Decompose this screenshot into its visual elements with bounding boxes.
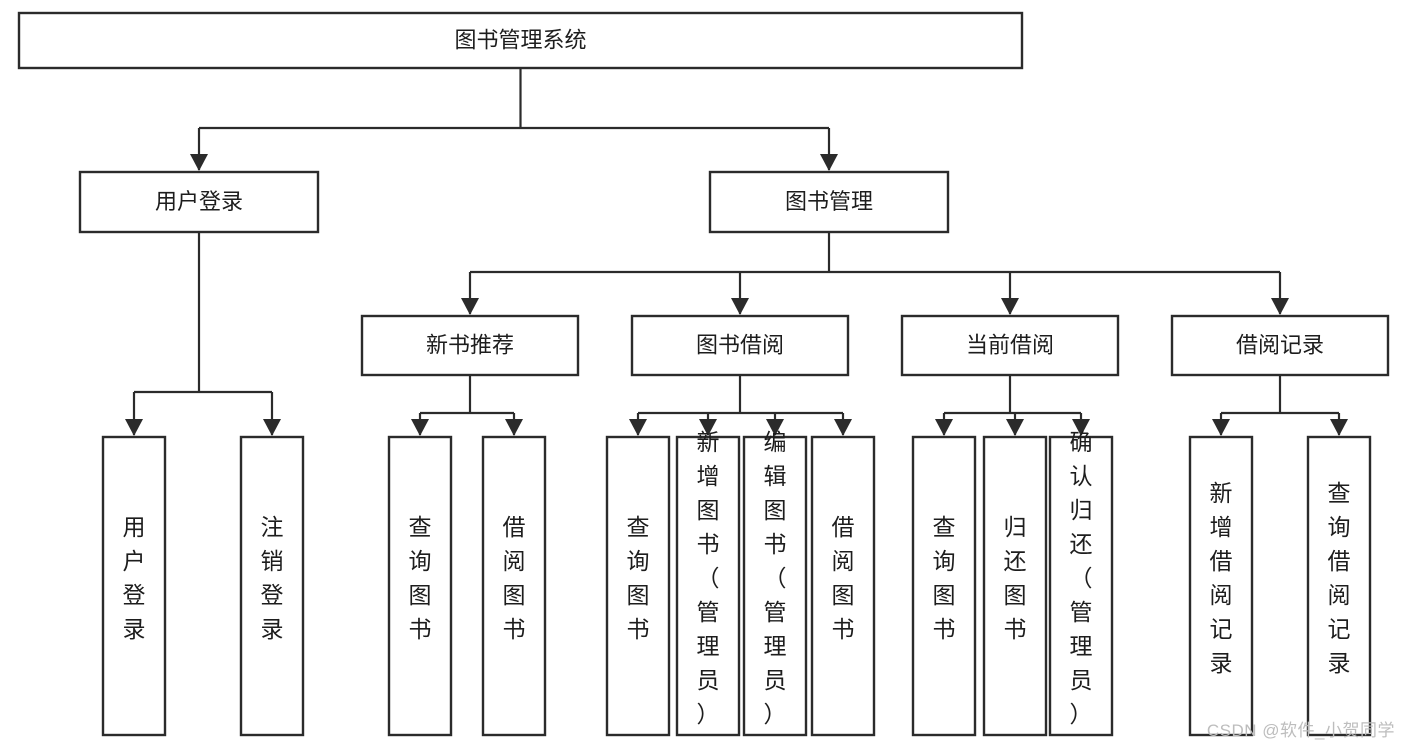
- node-box: [17, 11, 1024, 70]
- node-box: [810, 435, 876, 737]
- arrow-head-icon: [190, 154, 208, 171]
- node-level3-1[interactable]: 图书借阅: [630, 314, 850, 377]
- arrow-head-icon: [1212, 419, 1230, 436]
- node-label: 查询图书: [933, 514, 956, 642]
- arrow-head-icon: [1001, 298, 1019, 315]
- node-box: [630, 314, 850, 377]
- node-box: [1170, 314, 1390, 377]
- node-label: 图书管理系统: [454, 27, 586, 52]
- node-box: [675, 435, 741, 737]
- node-label: 借阅记录: [1236, 332, 1324, 357]
- arrow-head-icon: [505, 419, 523, 436]
- arrow-head-icon: [461, 298, 479, 315]
- node-leaf-7[interactable]: 借阅图书: [810, 435, 876, 737]
- node-label: 确认归还（管理员）: [1070, 429, 1093, 727]
- node-box: [1188, 435, 1254, 737]
- node-box: [708, 170, 950, 234]
- node-leaf-5[interactable]: 新增图书（管理员）: [675, 429, 741, 737]
- node-label: 当前借阅: [966, 332, 1054, 357]
- arrow-head-icon: [263, 419, 281, 436]
- connector-layer: [125, 68, 1348, 436]
- node-label: 图书借阅: [696, 332, 784, 357]
- node-layer: 图书管理系统用户登录图书管理新书推荐图书借阅当前借阅借阅记录用户登录注销登录查询…: [17, 11, 1390, 737]
- node-leaf-11[interactable]: 新增借阅记录: [1188, 435, 1254, 737]
- node-box: [101, 435, 167, 737]
- node-box: [78, 170, 320, 234]
- node-leaf-12[interactable]: 查询借阅记录: [1306, 435, 1372, 737]
- node-level3-3[interactable]: 借阅记录: [1170, 314, 1390, 377]
- arrow-head-icon: [1330, 419, 1348, 436]
- node-label: 新增图书（管理员）: [697, 429, 720, 727]
- node-box: [1306, 435, 1372, 737]
- node-label: 查询借阅记录: [1328, 480, 1351, 676]
- csdn-watermark: CSDN @软件_小贺同学: [1206, 721, 1395, 740]
- arrow-head-icon: [766, 419, 784, 436]
- arrow-head-icon: [731, 298, 749, 315]
- node-box: [387, 435, 453, 737]
- arrow-head-icon: [699, 419, 717, 436]
- node-box: [900, 314, 1120, 377]
- node-leaf-10[interactable]: 确认归还（管理员）: [1048, 429, 1114, 737]
- node-box: [605, 435, 671, 737]
- node-label: 借阅图书: [503, 514, 526, 642]
- node-level2-1[interactable]: 图书管理: [708, 170, 950, 234]
- node-level3-0[interactable]: 新书推荐: [360, 314, 580, 377]
- arrow-head-icon: [629, 419, 647, 436]
- arrow-head-icon: [411, 419, 429, 436]
- node-leaf-6[interactable]: 编辑图书（管理员）: [742, 429, 808, 737]
- node-root[interactable]: 图书管理系统: [17, 11, 1024, 70]
- node-box: [742, 435, 808, 737]
- node-box: [1048, 435, 1114, 737]
- node-leaf-3[interactable]: 借阅图书: [481, 435, 547, 737]
- arrow-head-icon: [834, 419, 852, 436]
- node-label: 图书管理: [785, 189, 873, 214]
- node-leaf-9[interactable]: 归还图书: [982, 435, 1048, 737]
- node-box: [481, 435, 547, 737]
- node-label: 查询图书: [409, 514, 432, 642]
- node-box: [982, 435, 1048, 737]
- arrow-head-icon: [1072, 419, 1090, 436]
- node-label: 用户登录: [123, 514, 146, 642]
- node-leaf-4[interactable]: 查询图书: [605, 435, 671, 737]
- node-label: 新书推荐: [426, 332, 514, 357]
- node-label: 新增借阅记录: [1210, 480, 1233, 676]
- arrow-head-icon: [935, 419, 953, 436]
- node-box: [239, 435, 305, 737]
- arrow-head-icon: [1271, 298, 1289, 315]
- node-label: 借阅图书: [832, 514, 855, 642]
- node-level3-2[interactable]: 当前借阅: [900, 314, 1120, 377]
- arrow-head-icon: [1006, 419, 1024, 436]
- node-leaf-1[interactable]: 注销登录: [239, 435, 305, 737]
- node-leaf-2[interactable]: 查询图书: [387, 435, 453, 737]
- node-label: 用户登录: [155, 189, 243, 214]
- node-level2-0[interactable]: 用户登录: [78, 170, 320, 234]
- node-label: 归还图书: [1004, 514, 1027, 642]
- node-leaf-8[interactable]: 查询图书: [911, 435, 977, 737]
- node-box: [911, 435, 977, 737]
- node-label: 查询图书: [627, 514, 650, 642]
- arrow-head-icon: [125, 419, 143, 436]
- node-label: 编辑图书（管理员）: [764, 429, 787, 727]
- node-box: [360, 314, 580, 377]
- node-label: 注销登录: [261, 514, 284, 642]
- node-leaf-0[interactable]: 用户登录: [101, 435, 167, 737]
- arrow-head-icon: [820, 154, 838, 171]
